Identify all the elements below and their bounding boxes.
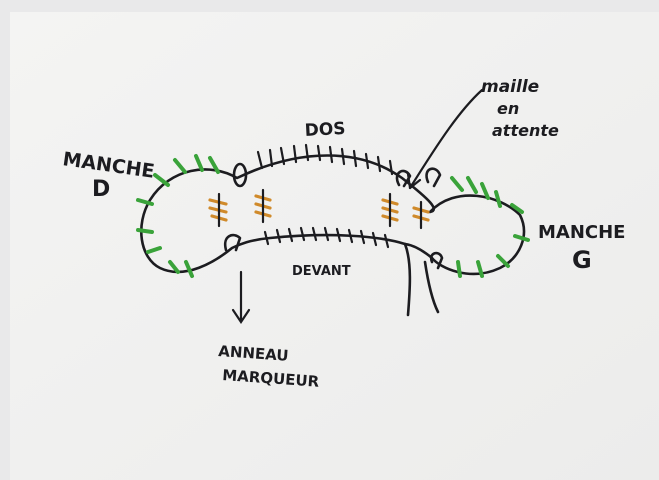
- green-stitch-marks: [136, 154, 530, 278]
- label-devant: DEVANT: [292, 264, 351, 279]
- underarm-vertical-lines: [217, 188, 423, 230]
- paper-surface: [10, 12, 659, 480]
- label-maille: maille: [481, 77, 539, 97]
- label-anneau: ANNEAU: [218, 342, 289, 365]
- label-manche-d-letter: D: [92, 177, 110, 202]
- label-manche-g-letter: G: [572, 246, 592, 274]
- black-stitch-marks: [256, 143, 394, 249]
- garment-outline: [139, 88, 526, 324]
- label-attente: attente: [492, 121, 559, 140]
- label-en: en: [497, 99, 519, 118]
- label-manche-g: MANCHE: [538, 222, 625, 243]
- label-dos: DOS: [304, 119, 346, 141]
